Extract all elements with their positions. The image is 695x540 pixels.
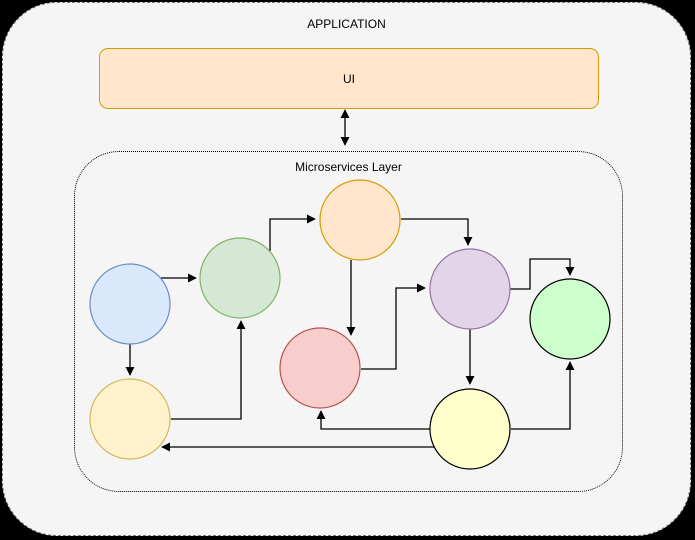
ui-node: UI bbox=[99, 48, 599, 109]
microservices-container: Microservices Layer bbox=[74, 151, 623, 492]
application-title: APPLICATION bbox=[307, 17, 386, 31]
microservices-title: Microservices Layer bbox=[295, 160, 402, 174]
ui-node-label: UI bbox=[343, 71, 355, 86]
